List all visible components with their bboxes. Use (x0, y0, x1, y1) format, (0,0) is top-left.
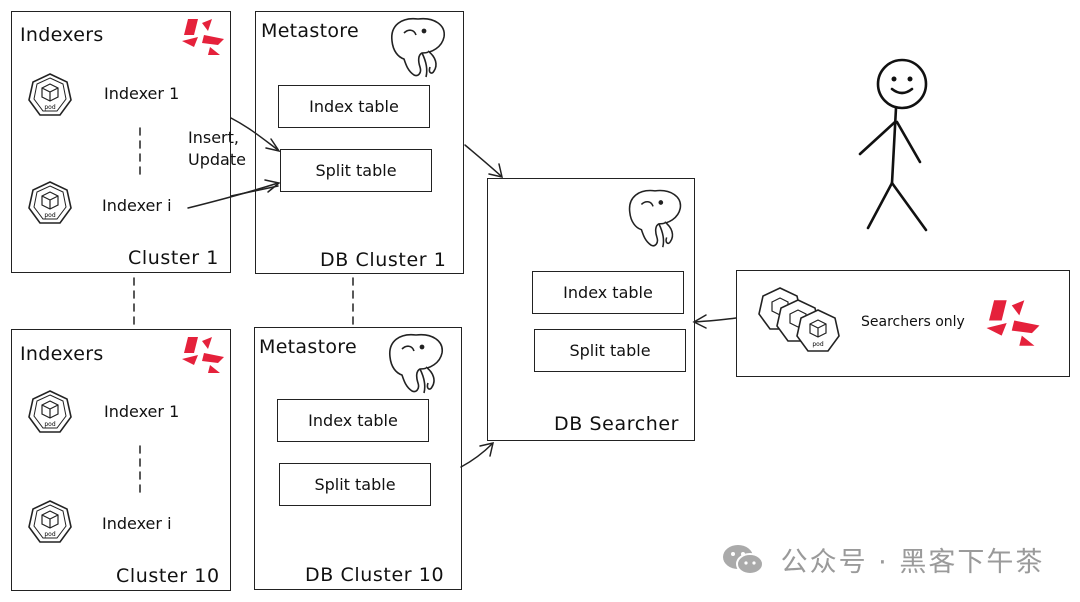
cluster-footer: Cluster 1 (128, 247, 219, 269)
quickwit-logo-icon (182, 19, 224, 55)
indexer-label: Indexer 1 (104, 84, 180, 103)
indexer-label: Indexer 1 (104, 402, 180, 421)
searchers-label: Searchers only (861, 314, 965, 330)
db-cluster-footer: DB Cluster 10 (305, 564, 445, 586)
stick-figure-icon (858, 58, 928, 232)
db-cluster-footer: DB Cluster 1 (320, 249, 447, 271)
wechat-icon (723, 544, 764, 575)
indexer-cluster-1: Indexers Indexer 1 Indexer i Cluster 1 (11, 11, 231, 273)
arrow-label-update: Update (188, 150, 246, 169)
svg-text:pod: pod (44, 104, 55, 111)
svg-text:pod: pod (44, 421, 55, 428)
metastore-title: Metastore (261, 20, 359, 42)
arrow-label-insert: Insert, (188, 128, 239, 147)
quickwit-logo-icon (182, 337, 224, 373)
kubernetes-pod-stack-icon: pod (758, 286, 844, 362)
kubernetes-pod-icon: pod (28, 180, 72, 232)
index-table: Index table (278, 85, 430, 128)
postgres-elephant-icon (628, 189, 682, 248)
quickwit-logo-icon (986, 300, 1040, 346)
kubernetes-pod-icon: pod (28, 72, 72, 124)
split-table: Split table (280, 149, 432, 192)
kubernetes-pod-icon: pod (28, 389, 72, 441)
index-table: Index table (277, 399, 429, 442)
indexer-label: Indexer i (102, 196, 172, 215)
svg-text:pod: pod (44, 212, 55, 219)
split-table: Split table (279, 463, 431, 506)
kubernetes-pod-icon: pod (28, 499, 72, 551)
indexer-cluster-10: Indexers Indexer 1 Indexer i Cluster 10 (11, 329, 231, 591)
cluster-title: Indexers (20, 24, 104, 46)
postgres-elephant-icon (389, 333, 443, 394)
split-table: Split table (534, 329, 686, 372)
svg-text:pod: pod (44, 531, 55, 538)
watermark: 公众号 · 黑客下午茶 (722, 540, 1044, 579)
watermark-text: 公众号 · 黑客下午茶 (780, 547, 1045, 578)
postgres-elephant-icon (391, 17, 445, 78)
cluster-footer: Cluster 10 (116, 565, 220, 587)
metastore-title: Metastore (259, 336, 357, 358)
indexer-label: Indexer i (102, 514, 172, 533)
db-searcher-footer: DB Searcher (554, 413, 680, 435)
cluster-title: Indexers (20, 343, 104, 365)
index-table: Index table (532, 271, 684, 314)
svg-text:pod: pod (812, 341, 823, 348)
